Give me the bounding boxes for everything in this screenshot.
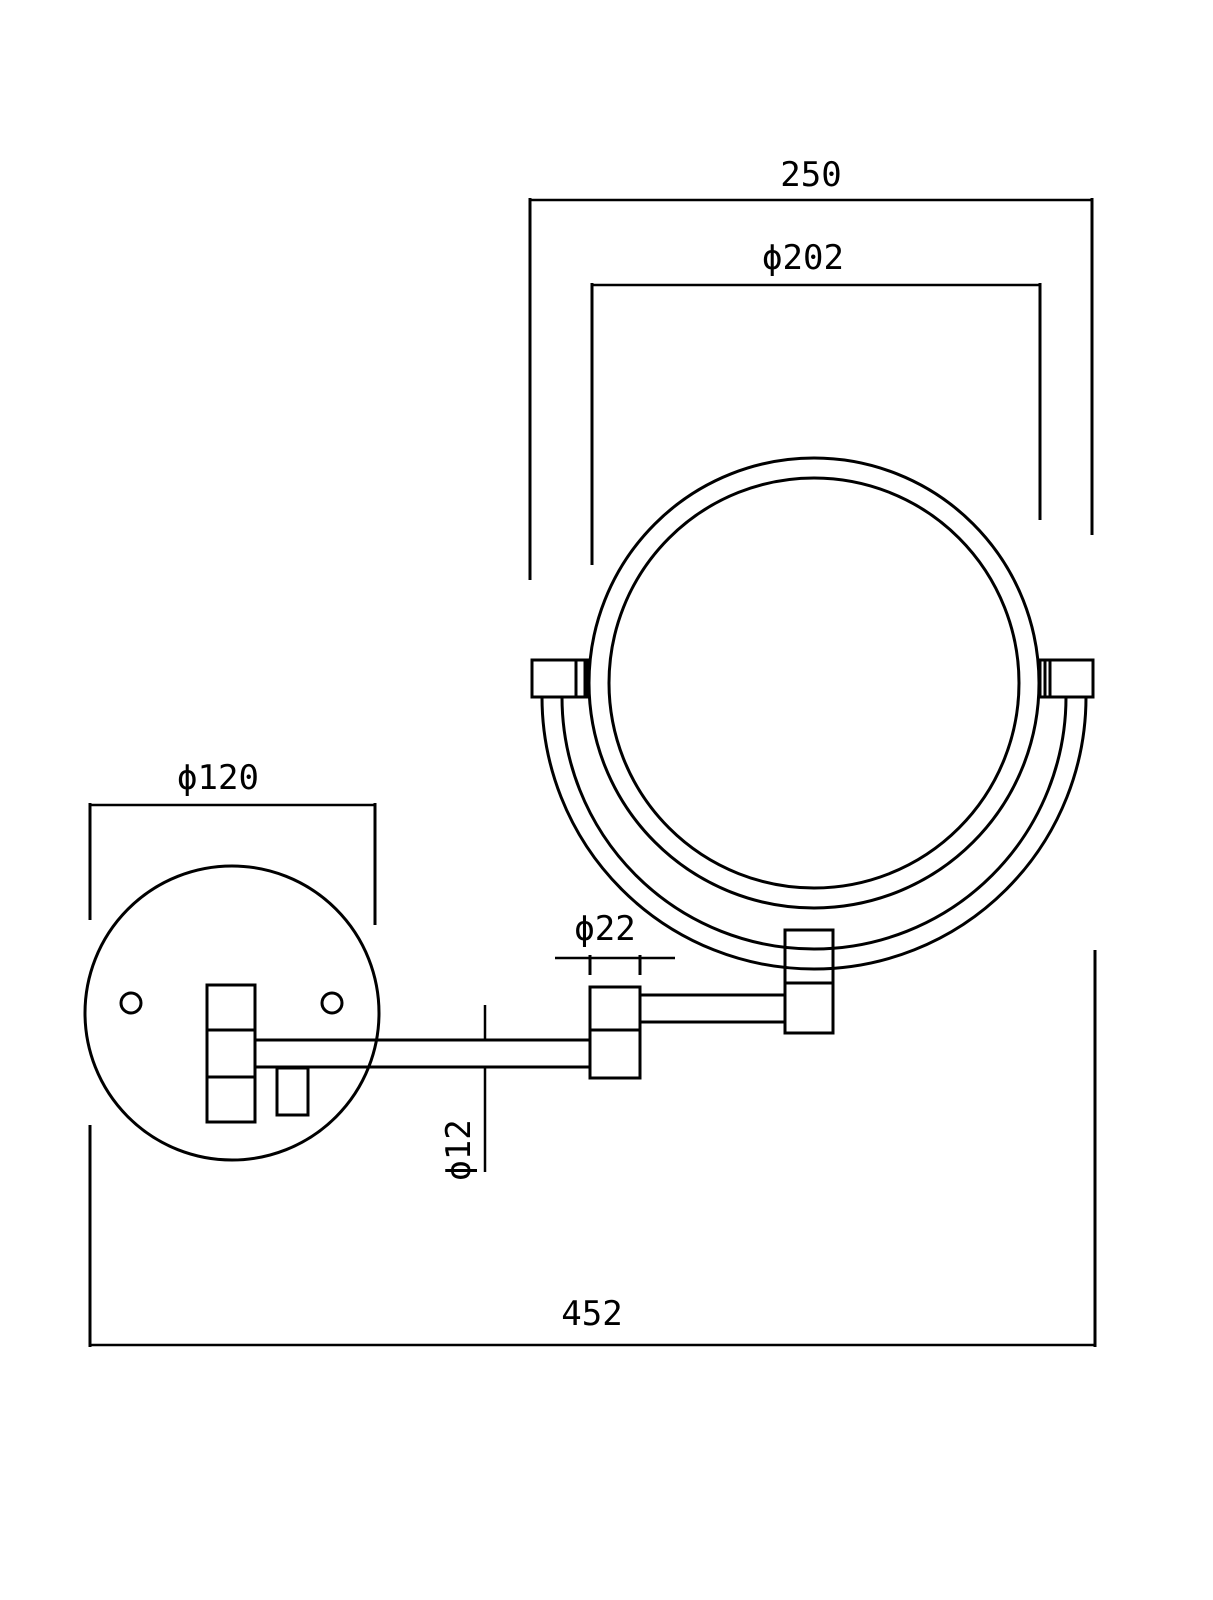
screw-hole <box>320 991 344 1015</box>
dimension-22: ϕ22 <box>555 909 675 975</box>
dimension-label-120: ϕ120 <box>177 758 259 798</box>
dimension-12: ϕ12 <box>439 1005 488 1181</box>
dimension-452: 452 <box>88 950 1097 1347</box>
dimension-label-250: 250 <box>780 155 841 195</box>
dimension-label-22: ϕ22 <box>574 909 635 949</box>
dimension-label-202: ϕ202 <box>762 238 844 278</box>
dimension-120: ϕ120 <box>88 758 377 925</box>
wall-base <box>83 864 381 1162</box>
dimension-250: 250 <box>528 155 1094 580</box>
dimension-202: ϕ202 <box>590 238 1042 565</box>
mirror-head <box>530 456 1095 971</box>
screw-hole <box>119 991 143 1015</box>
dimension-label-12: ϕ12 <box>439 1119 479 1180</box>
dimension-label-452: 452 <box>561 1294 622 1334</box>
swing-arm <box>255 928 835 1080</box>
